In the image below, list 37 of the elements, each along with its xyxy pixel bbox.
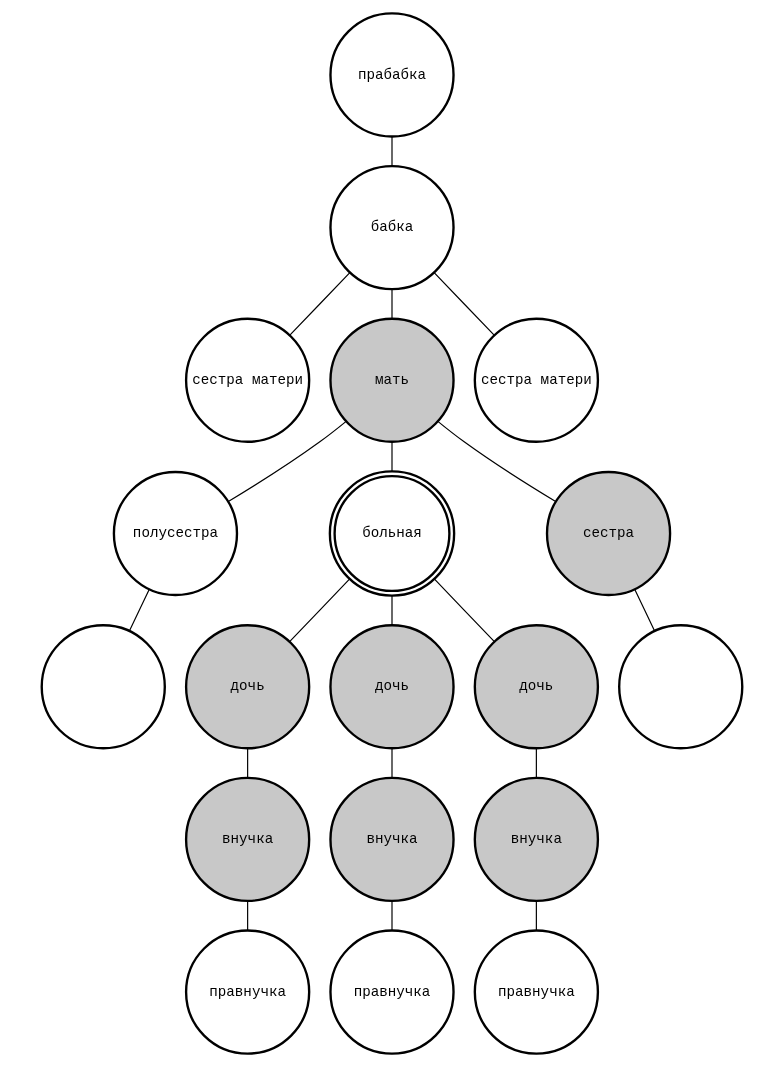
node-circle: внучка	[329, 776, 455, 903]
connector	[128, 589, 150, 632]
node-circle: правнучка	[473, 929, 600, 1055]
node-circle: правнучка	[329, 929, 455, 1055]
connector	[247, 748, 249, 779]
connector	[433, 272, 495, 336]
connector	[433, 578, 495, 642]
node-circle: дочь	[329, 624, 455, 750]
connector	[391, 595, 393, 626]
connector	[634, 589, 656, 632]
node-circle: правнучка	[184, 929, 311, 1055]
connector	[247, 900, 249, 931]
connector	[391, 900, 393, 931]
node-circle: сестра	[545, 470, 672, 597]
node-circle: внучка	[184, 776, 311, 903]
node-circle: сестра матери	[473, 317, 600, 443]
node-circle: внучка	[473, 776, 600, 903]
node-circle: мать	[329, 317, 455, 443]
connector	[391, 441, 393, 472]
node-circle	[618, 624, 744, 750]
connector	[289, 272, 351, 336]
connector	[391, 136, 393, 167]
node-circle: прабабка	[329, 12, 455, 138]
connector	[391, 748, 393, 779]
connector	[437, 420, 557, 503]
node-circle	[40, 624, 166, 750]
connector	[289, 578, 351, 642]
node-circle: дочь	[473, 624, 600, 750]
connector	[391, 288, 393, 320]
node-circle: бабка	[329, 164, 455, 291]
connector	[535, 748, 537, 779]
node-circle: полусестра	[112, 470, 239, 597]
connector	[227, 420, 347, 503]
node-circle: больная	[328, 470, 456, 597]
node-circle: сестра матери	[184, 317, 311, 443]
node-circle: дочь	[184, 624, 311, 750]
connector	[535, 900, 537, 931]
